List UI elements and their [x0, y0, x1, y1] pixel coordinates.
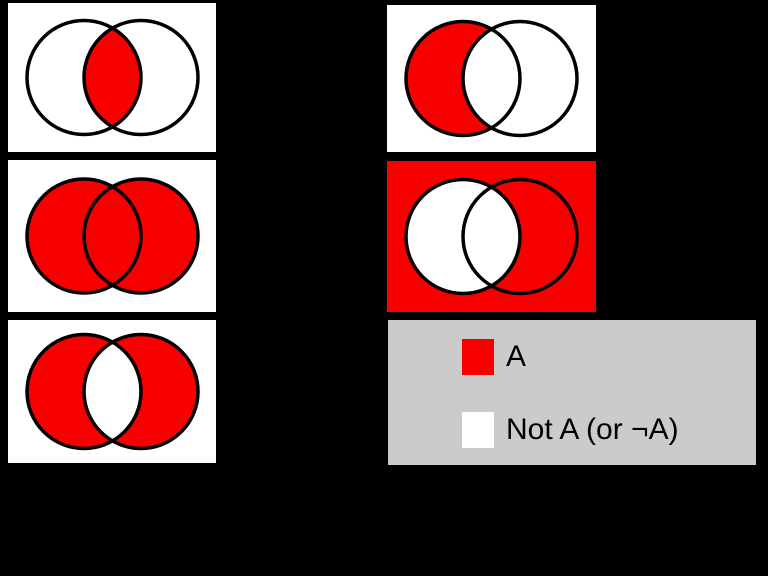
legend-item-not-a: Not A (or ¬A)	[462, 412, 756, 448]
legend-item-a: A	[462, 339, 756, 375]
venn-panel-symmetric-difference	[8, 320, 216, 463]
legend: A Not A (or ¬A)	[388, 320, 756, 465]
legend-swatch-a-red	[462, 339, 494, 375]
legend-label-not-a: Not A (or ¬A)	[506, 413, 679, 446]
venn-panel-intersection	[8, 3, 216, 152]
legend-label-a: A	[506, 340, 527, 373]
venn-panel-complement	[387, 161, 596, 312]
venn-panel-difference	[387, 5, 596, 152]
legend-swatch-not-a-white	[462, 412, 494, 448]
venn-panel-union	[8, 160, 216, 312]
